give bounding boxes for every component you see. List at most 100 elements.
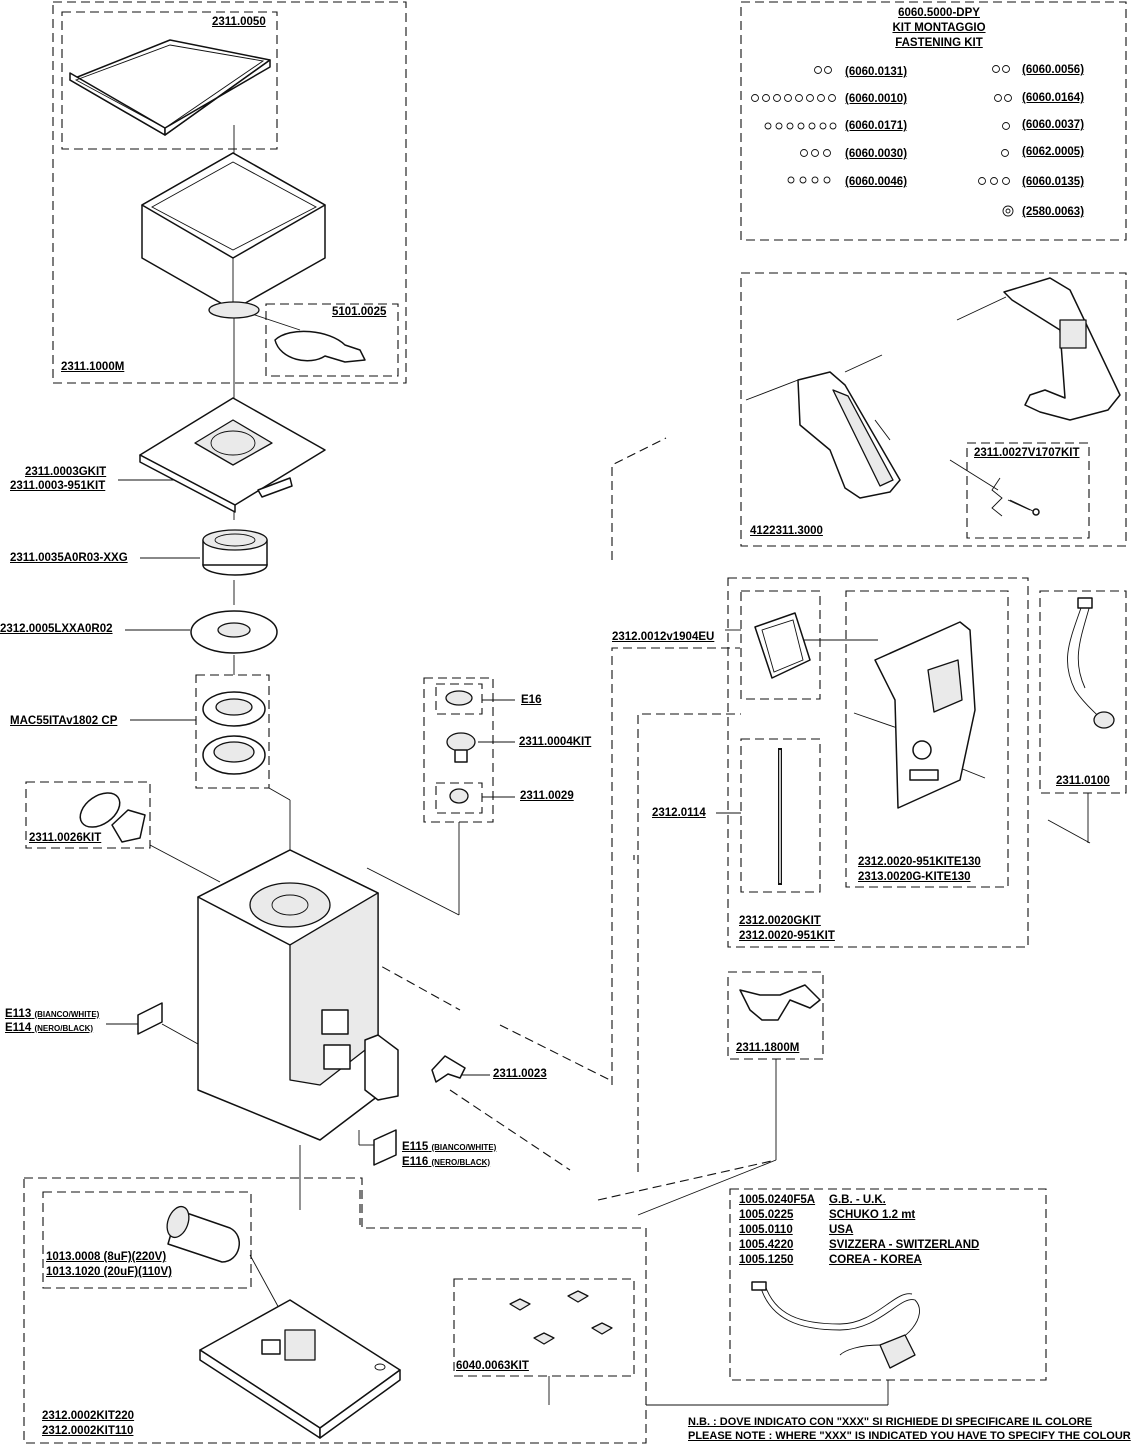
label-base-b: 2312.0002KIT110 [42, 1425, 134, 1437]
label-panel-b: 2313.0020G-KITE130 [858, 871, 971, 883]
screw-icon [994, 94, 1012, 102]
label-bushing: 2311.0029 [520, 790, 574, 802]
fork-box [727, 971, 824, 1060]
label-e116: E116 (NERO/BLACK) [402, 1156, 491, 1168]
washer-icon [1002, 205, 1014, 217]
label-e113: E113 (BIANCO/WHITE) [5, 1008, 100, 1020]
label-capacitor-b: 1013.1020 (20uF)(110V) [46, 1266, 172, 1278]
slide-part [274, 330, 366, 363]
clip-part [431, 1055, 466, 1083]
label-knob: 2311.0004KIT [519, 736, 592, 748]
label-e16: E16 [521, 694, 542, 706]
nut-icon [1001, 149, 1009, 157]
label-cover-kit: 2311.0026KIT [29, 832, 102, 844]
screw-code: (6060.0037) [1022, 119, 1085, 131]
screw-code: (6060.0164) [1022, 92, 1085, 104]
power-cord-part [751, 1281, 920, 1369]
spring-kit-part [991, 477, 1040, 517]
label-doser-side: 4122311.3000 [750, 525, 823, 537]
label-e114: E114 (NERO/BLACK) [5, 1022, 94, 1034]
bushing-inner-box [435, 782, 483, 814]
front-panel [874, 621, 976, 809]
screw-code: (6060.0030) [845, 148, 908, 160]
doser-side-parts [797, 277, 1121, 499]
top-plate [139, 397, 326, 513]
hopper-body [141, 152, 326, 319]
screw-code: (6060.0135) [1022, 176, 1085, 188]
grinding-burrs [202, 691, 266, 775]
burrs-box [195, 674, 270, 789]
label-spring-kit: 2311.0027V1707KIT [974, 447, 1080, 459]
screw-icon [1002, 122, 1010, 130]
screw-code: (6060.0056) [1022, 64, 1085, 76]
fastening-kit-box [740, 1, 1127, 241]
screw-code: (6060.0010) [845, 93, 908, 105]
capacitor-part [166, 1205, 240, 1263]
fastening-kit-title-en: FASTENING KIT [895, 37, 983, 49]
e16-disc [445, 690, 473, 706]
screw-code: (6062.0005) [1022, 146, 1085, 158]
label-sticker-upper [137, 1002, 163, 1035]
spring-kit-box [966, 442, 1090, 539]
label-sticker-lower [373, 1129, 397, 1166]
label-switch-kit-a: 2312.0020GKIT [739, 915, 821, 927]
label-feet: 6040.0063KIT [456, 1360, 529, 1372]
grinder-body [197, 849, 399, 1141]
screw-icon [992, 65, 1010, 73]
screw-code: (6060.0046) [845, 176, 908, 188]
switch-board [754, 612, 811, 679]
label-switch-kit-b: 2312.0020-951KIT [739, 930, 835, 942]
slide-box [265, 303, 399, 377]
label-base-a: 2312.0002KIT220 [42, 1410, 135, 1422]
note-italian: N.B. : DOVE INDICATO CON "XXX" SI RICHIE… [688, 1416, 1093, 1428]
note-english: PLEASE NOTE : WHERE "XXX" IS INDICATED Y… [688, 1430, 1131, 1442]
adjust-box [423, 677, 494, 823]
label-top-plate-a: 2311.0003GKIT [25, 466, 107, 478]
connection-lines [359, 437, 777, 1225]
screw-icons [751, 65, 1014, 217]
label-slide: 5101.0025 [332, 306, 387, 318]
screw-code: (6060.0171) [845, 120, 908, 132]
adjust-knob [446, 732, 476, 763]
fastening-kit-code: 6060.5000-DPY [898, 7, 980, 19]
base-group-border [23, 1177, 647, 1444]
label-flat-cable: 2312.0114 [652, 807, 706, 819]
bushing-part [449, 788, 469, 804]
label-fork: 2311.1800M [736, 1042, 800, 1054]
cable-box [740, 738, 821, 893]
label-burr-carrier: 2312.0005LXXA0R02 [0, 623, 113, 635]
doser-side-box [740, 272, 1127, 547]
burr-carrier [190, 610, 278, 654]
screw-icon [787, 176, 831, 184]
screw-code: (2580.0063) [1022, 206, 1085, 218]
fork-part [739, 984, 821, 1021]
cover-kit-box [25, 781, 151, 849]
label-capacitor-a: 1013.0008 (8uF)(220V) [46, 1251, 167, 1263]
e16-inner-box [435, 683, 483, 715]
hopper-group-box [52, 1, 407, 384]
switch-part [1067, 597, 1115, 729]
label-e115: E115 (BIANCO/WHITE) [402, 1141, 497, 1153]
fastening-kit-title-it: KIT MONTAGGIO [892, 22, 986, 34]
label-switch-board: 2312.0012v1904EU [612, 631, 715, 643]
screw-icon [978, 177, 1010, 185]
label-clip: 2311.0023 [493, 1068, 547, 1080]
label-top-plate-b: 2311.0003-951KIT [10, 480, 106, 492]
lid-box [61, 11, 278, 150]
electronics-base [199, 1299, 401, 1439]
feet-box [453, 1278, 635, 1377]
screw-icon [814, 66, 832, 74]
rubber-feet [509, 1290, 613, 1345]
hopper-lid [69, 39, 271, 136]
label-ring-nut: 2311.0035A0R03-XXG [10, 552, 128, 564]
label-hopper-lid: 2311.0050 [212, 16, 266, 28]
cover-kit-part [79, 792, 146, 843]
switch-group-box [727, 577, 1029, 948]
